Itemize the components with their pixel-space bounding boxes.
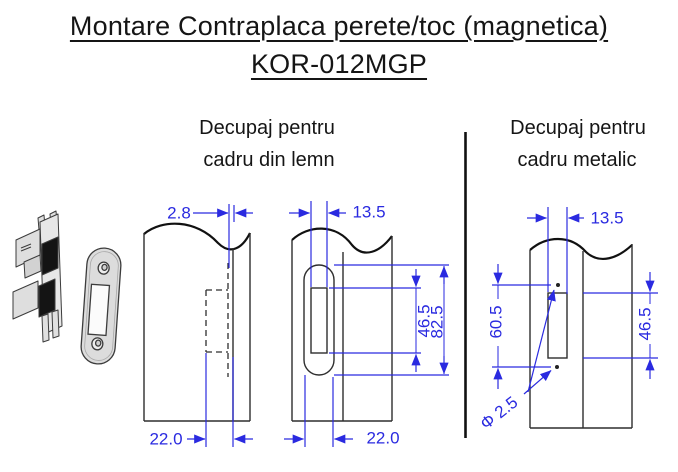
metal-frame-front-view [492,207,658,429]
wood-frame-front-view [284,201,449,447]
wood-frame-side-view [143,204,253,447]
drill-hole-bottom [555,365,559,369]
metal-section-heading-line2: cadru metalic [517,149,637,171]
metal-slot-outline [547,292,568,359]
dim-wood-plate-width: 22.0 [366,428,400,448]
metal-section-heading-line1: Decupaj pentru [510,117,646,139]
page-title-text: Montare Contraplaca perete/toc (magnetic… [69,11,609,41]
magnet-top [41,236,59,276]
hidden-mortise-outline [205,263,229,377]
hole-leader-bottom [523,370,552,395]
plate-recess-outline [303,264,335,376]
metal-front-dimension-lines [492,207,658,395]
dim-wood-slot-width: 13.5 [352,202,386,222]
plate-cutout [87,283,111,337]
wood-side-dimension-lines [187,204,253,447]
magnetic-catch-illustration [12,210,63,343]
page-title: Montare Contraplaca perete/toc (magnetic… [0,11,678,42]
product-code: KOR-012MGP [0,49,678,80]
dim-wood-edge-offset: 2.8 [167,203,191,223]
magnet-bottom [38,278,56,318]
dim-metal-slot-height: 46.5 [635,307,655,341]
hole-leader-top [527,289,556,393]
dim-wood-plate-height: 82.5 [427,305,447,339]
dim-metal-hole-spacing: 60.5 [486,305,506,339]
product-code-text: KOR-012MGP [250,49,428,79]
dim-metal-slot-width: 13.5 [590,208,624,228]
dim-wood-cutout-width: 22.0 [149,429,183,449]
wood-front-dimension-lines [284,201,449,447]
mortise-slot-outline [310,287,328,354]
wood-section-heading-line1: Decupaj pentru [199,117,335,139]
strike-plate-illustration [80,247,122,365]
wood-section-heading-line2: cadru din lemn [203,149,335,171]
drill-hole-top [556,283,560,287]
